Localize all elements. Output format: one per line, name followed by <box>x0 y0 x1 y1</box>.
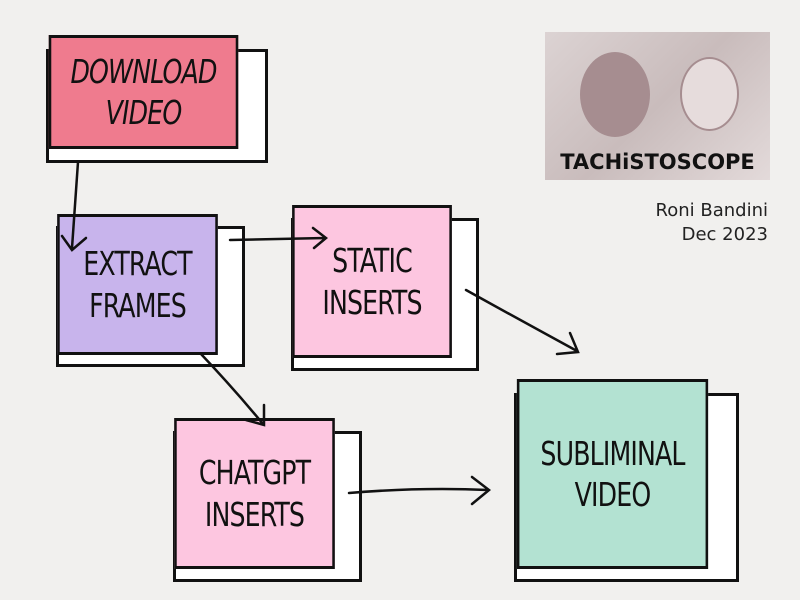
man-illustration <box>580 52 650 137</box>
arrow-extract-to-static <box>228 226 328 250</box>
arrow-extract-to-chatgpt <box>199 352 266 427</box>
extract-frames-node: EXTRACT FRAMES <box>57 214 218 355</box>
chatgpt-inserts-node: CHATGPT INSERTS <box>174 418 335 569</box>
arrow-chatgpt-to-subliminal <box>347 475 492 506</box>
arrow-download-to-extract <box>60 160 88 252</box>
subliminal-video-node: SUBLIMINAL VIDEO <box>516 379 709 569</box>
arrow-static-to-subliminal <box>464 288 580 356</box>
tachistoscope-logo: TACHiSTOSCOPE <box>545 32 770 180</box>
author-name: Roni Bandini <box>655 200 768 221</box>
date: Dec 2023 <box>681 224 768 245</box>
logo-title: TACHiSTOSCOPE <box>560 150 755 174</box>
woman-illustration <box>680 57 739 131</box>
download-video-node: DOWNLOAD VIDEO <box>48 35 239 149</box>
static-inserts-node: STATIC INSERTS <box>292 205 452 358</box>
